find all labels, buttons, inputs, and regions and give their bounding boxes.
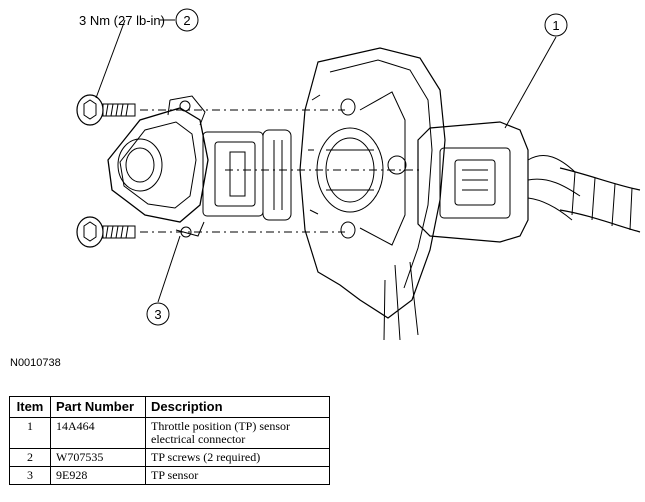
parts-table: Item Part Number Description 1 14A464 Th… [9,396,330,485]
row-description: TP sensor [145,466,330,485]
row-description: Throttle position (TP) sensor electrical… [145,417,330,449]
row-description-line: Throttle position (TP) sensor [151,419,290,433]
figure-id: N0010738 [10,357,61,369]
tp-screw-upper [76,94,136,126]
callout-label-3: 3 [154,307,161,322]
tp-sensor-exploded-illustration: 1 2 3 3 Nm (27 lb-in) [76,8,641,341]
callout-3-leader [157,235,181,303]
tp-sensor [107,95,292,238]
tp-screw-lower [76,216,136,248]
header-description: Description [145,396,330,418]
tp-electrical-connector [417,121,641,243]
throttle-body [299,47,446,341]
table-header-row: Item Part Number Description [9,396,330,418]
header-part-number: Part Number [50,396,146,418]
torque-leader [95,19,126,99]
row-item: 2 [9,448,51,467]
row-item: 3 [9,466,51,485]
callout-circle-3 [146,302,170,326]
table-row: 2 W707535 TP screws (2 required) [9,448,330,467]
header-item: Item [9,396,51,418]
row-description-line: electrical connector [151,432,246,446]
row-part-number: 14A464 [50,417,146,449]
row-description: TP screws (2 required) [145,448,330,467]
table-row: 1 14A464 Throttle position (TP) sensor e… [9,417,330,449]
callout-label-2: 2 [183,13,190,28]
callout-1-leader [504,36,557,129]
alignment-lines [140,109,420,233]
table-row: 3 9E928 TP sensor [9,466,330,485]
callout-circle-1 [544,13,568,37]
callout-circle-2 [175,8,199,32]
torque-spec-label: 3 Nm (27 lb-in) [79,13,165,28]
row-part-number: W707535 [50,448,146,467]
callout-label-1: 1 [552,18,559,33]
row-part-number: 9E928 [50,466,146,485]
row-item: 1 [9,417,51,449]
